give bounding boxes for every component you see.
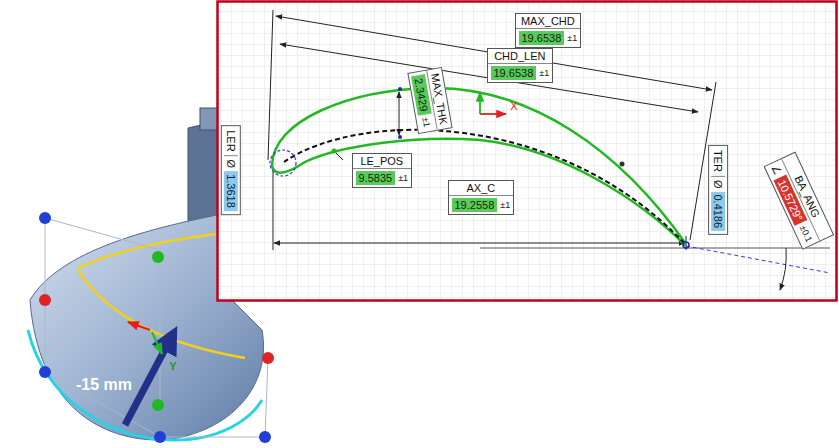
dimension-box-max-thickness: MAX_THK2.3429±1 xyxy=(407,66,452,133)
value-row: 9.5835±1 xyxy=(353,169,412,187)
axis-label: X xyxy=(510,100,517,112)
tolerance: ±0.1 xyxy=(798,223,814,243)
value-row: 19.6538±1 xyxy=(516,29,581,47)
offset-dimension: -15 mm xyxy=(76,376,132,394)
airfoil-profile xyxy=(270,87,689,248)
dimension-box-te-radius: TER Ø 0.4186 xyxy=(708,145,728,235)
dimension-name: AX_C xyxy=(449,181,514,196)
dimension-name: TER xyxy=(711,146,725,177)
tolerance: ±1 xyxy=(539,68,549,78)
dimension-box-le-radius: LER Ø 1.3618 xyxy=(221,125,241,215)
measured-value: 0.4186 xyxy=(711,191,725,231)
value-row: Ø 0.4186 xyxy=(709,177,727,234)
measured-value: 9.5835 xyxy=(356,171,396,185)
measured-value: 1.3618 xyxy=(224,171,238,211)
symbol: Ø xyxy=(712,180,724,189)
dimension-name: MAX_CHD xyxy=(516,14,581,29)
tolerance: ±1 xyxy=(500,200,510,210)
tolerance: ±1 xyxy=(398,173,408,183)
dimension-name: LER xyxy=(224,126,238,156)
tolerance: ±1 xyxy=(567,33,577,43)
measured-value: 19.6538 xyxy=(519,31,565,45)
axis-label: Y xyxy=(169,360,176,372)
symbol: ∠ xyxy=(768,163,784,178)
dimension-name: LE_POS xyxy=(353,154,412,169)
value-row: 19.2558±1 xyxy=(449,196,514,214)
value-row: 19.6538±1 xyxy=(488,64,553,82)
tolerance: ±1 xyxy=(420,116,432,128)
dimension-box-max-chord: MAX_CHD19.6538±1 xyxy=(515,13,582,48)
measured-value: 2.3429 xyxy=(411,74,432,115)
dimension-box-axial-chord: AX_C19.2558±1 xyxy=(448,180,515,215)
measured-value: 19.2558 xyxy=(452,198,498,212)
dimension-name: CHD_LEN xyxy=(488,49,553,64)
dimension-lines xyxy=(268,10,830,290)
section-panel xyxy=(217,1,837,301)
dimension-box-chord-length: CHD_LEN19.6538±1 xyxy=(487,48,554,83)
symbol: Ø xyxy=(225,160,237,169)
dimension-box-le-position: LE_POS9.5835±1 xyxy=(352,153,413,188)
measured-value: 19.6538 xyxy=(491,66,537,80)
dimension-box-blade-angle: BA_ANG∠10.5729°±0.1 xyxy=(764,151,834,249)
value-row: Ø 1.3618 xyxy=(222,157,240,214)
